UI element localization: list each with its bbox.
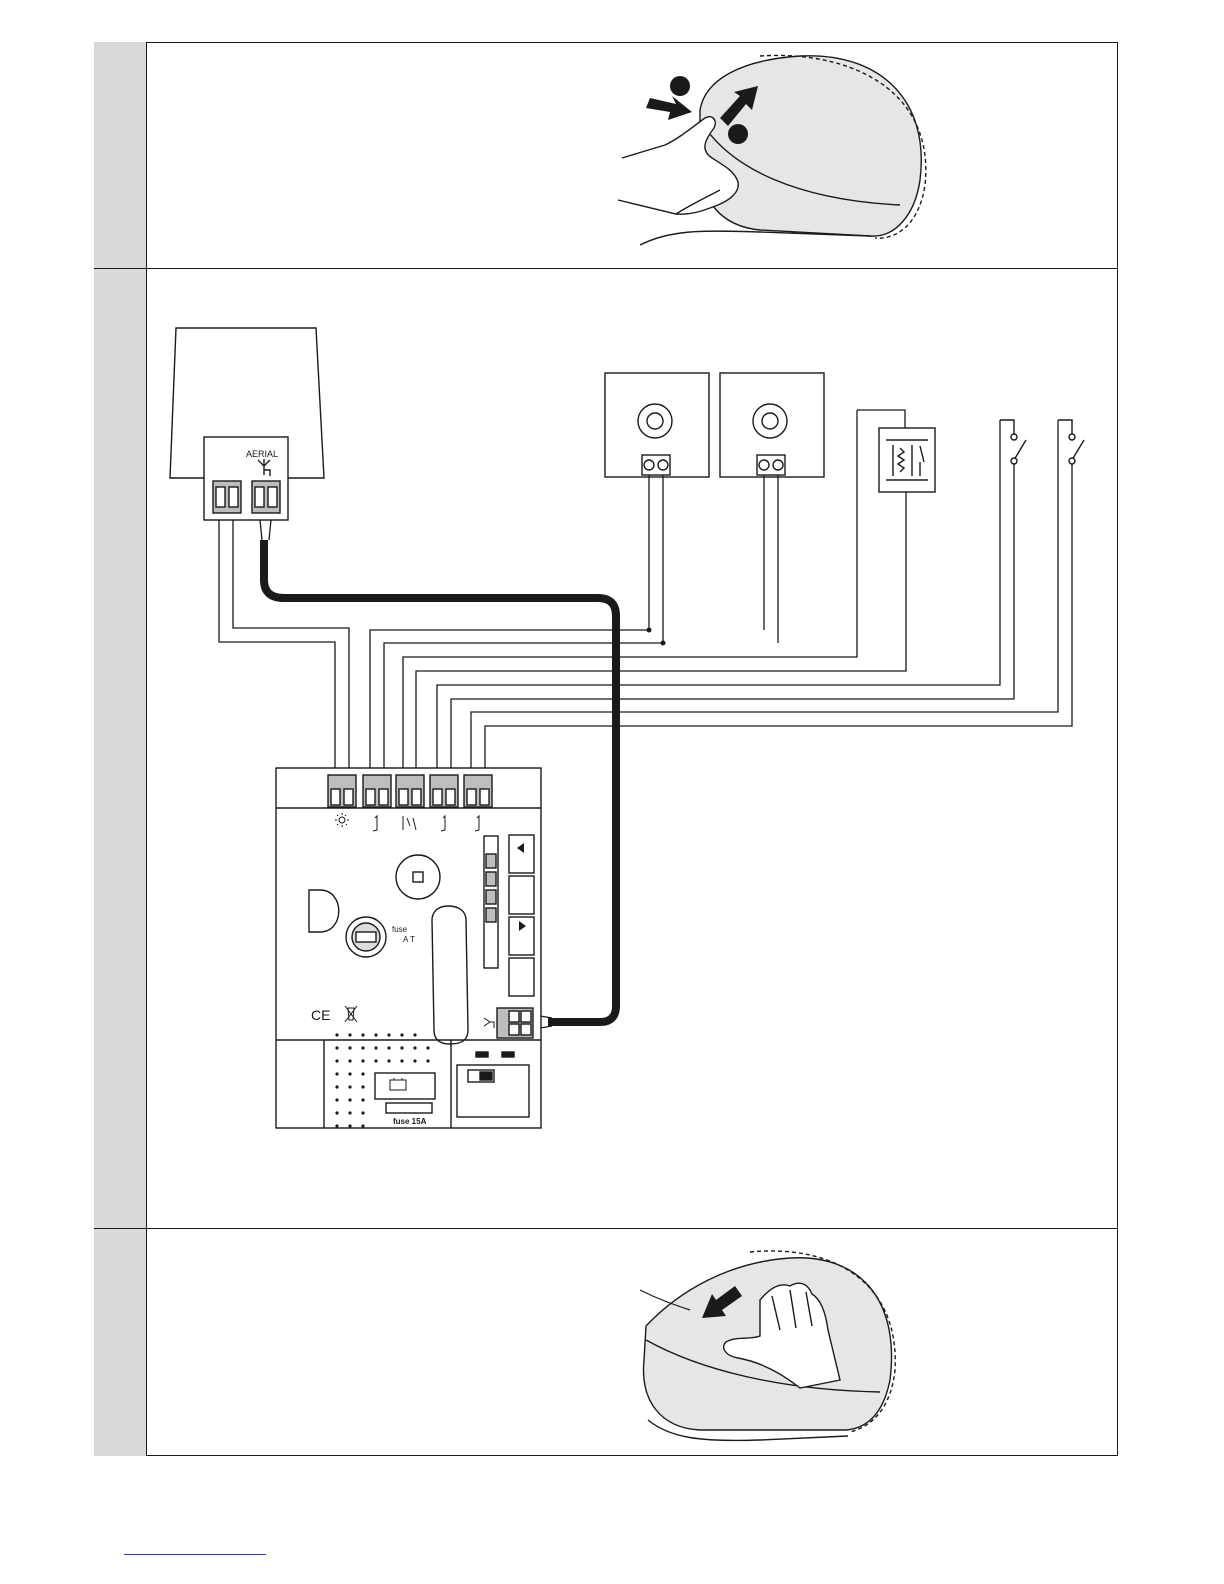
wire-junction <box>647 628 652 633</box>
pushbutton-open <box>1000 420 1026 464</box>
radio-receiver <box>170 328 324 520</box>
main-fuse-label: fuse 15A <box>393 1117 427 1126</box>
wire-junction <box>661 641 666 646</box>
fuse-label: fuse <box>392 925 408 934</box>
terminal-blocks <box>328 775 492 807</box>
ce-mark: CE <box>311 1007 330 1023</box>
photocell-receiver <box>720 373 824 477</box>
control-board <box>276 768 541 1128</box>
photocell-transmitter <box>605 373 709 477</box>
footer-link-underline <box>124 1554 266 1555</box>
aerial-label: AERIAL <box>246 449 278 459</box>
pushbutton-close <box>1058 420 1084 464</box>
fuse-rating: A T <box>403 935 415 944</box>
sensitive-edge-device <box>879 428 935 492</box>
arrow-push-icon <box>646 76 692 120</box>
